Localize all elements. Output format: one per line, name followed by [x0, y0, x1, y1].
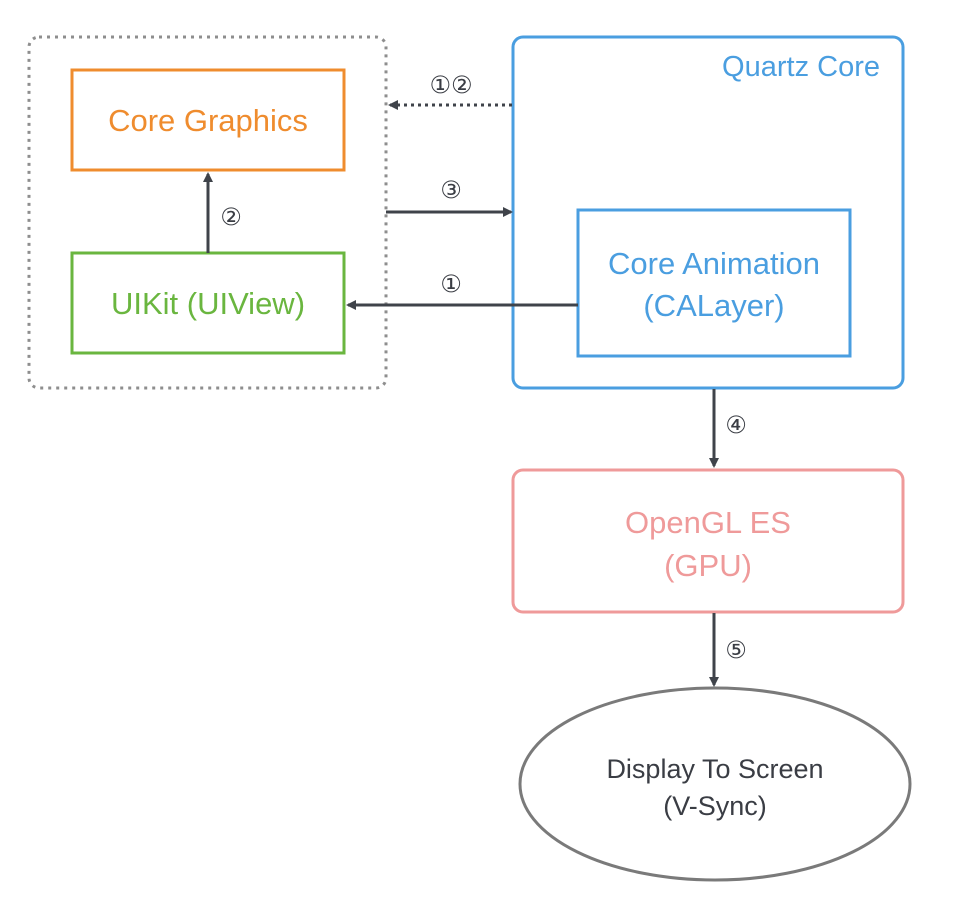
core-animation-box: Core Animation (CALayer) — [576, 208, 852, 358]
core-graphics-box: Core Graphics — [70, 68, 346, 172]
core-animation-label-line1: Core Animation — [608, 246, 820, 281]
arrow-quartz-to-opengl: ④ — [709, 389, 747, 468]
arrow-quartz-to-core-graphics: ①② — [388, 71, 512, 110]
display-ellipse: Display To Screen (V-Sync) — [518, 686, 912, 882]
uikit-cg-group — [27, 35, 388, 390]
opengl-label-line1: OpenGL ES — [625, 505, 791, 540]
core-animation-label-line2: (CALayer) — [643, 288, 784, 323]
opengl-label-line2: (GPU) — [664, 548, 752, 583]
quartz-core-label: Quartz Core — [722, 51, 880, 83]
display-label-line1: Display To Screen — [606, 754, 823, 784]
arrow-label-3: ③ — [440, 176, 462, 204]
core-graphics-label: Core Graphics — [108, 103, 308, 138]
arrow-label-5: ⑤ — [725, 636, 747, 664]
arrow-label-2: ② — [220, 203, 242, 231]
uikit-label: UIKit (UIView) — [111, 286, 305, 321]
arrow-opengl-to-display: ⑤ — [709, 613, 747, 687]
arrow-group-to-quartz-core: ③ — [386, 176, 513, 217]
uikit-box: UIKit (UIView) — [70, 251, 346, 355]
display-label-line2: (V-Sync) — [663, 791, 767, 821]
arrow-uikit-to-core-graphics: ② — [203, 172, 242, 253]
arrow-core-animation-to-uikit: ① — [346, 270, 578, 310]
arrow-label-1: ① — [440, 270, 462, 298]
opengl-box: OpenGL ES (GPU) — [511, 468, 905, 614]
arrow-label-1-2: ①② — [429, 71, 472, 99]
arrow-label-4: ④ — [725, 411, 747, 439]
